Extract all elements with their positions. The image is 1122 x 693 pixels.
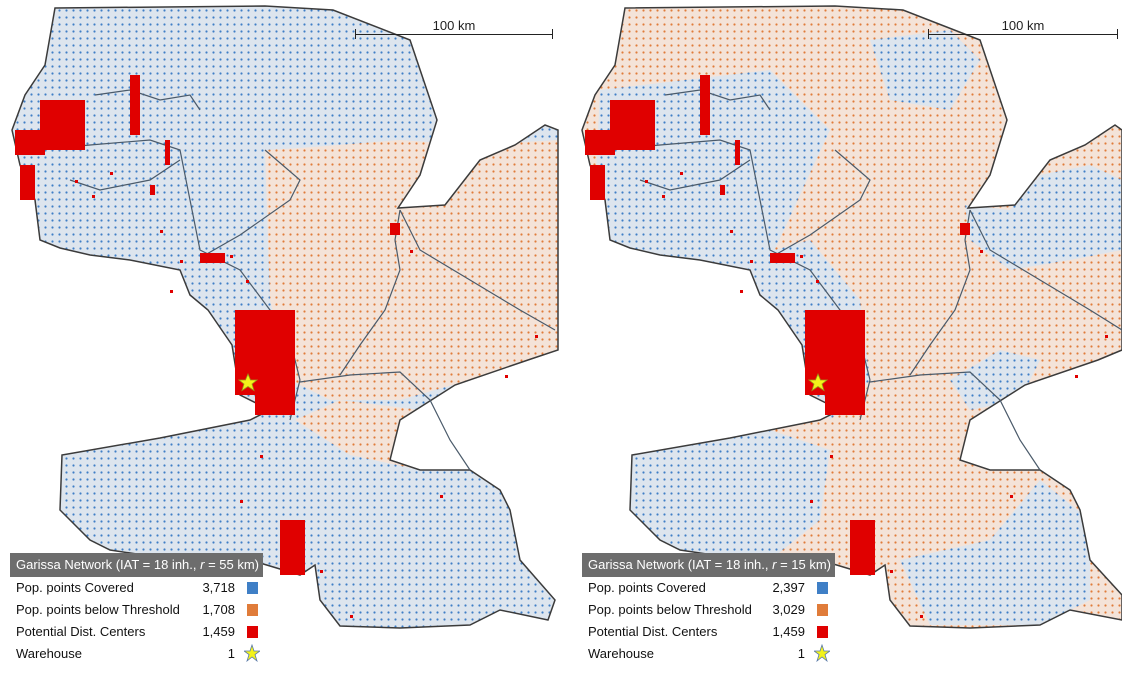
scale-bar-label: 100 km bbox=[432, 18, 476, 33]
red-square-icon bbox=[247, 626, 258, 638]
orange-square-icon bbox=[247, 604, 258, 616]
map-panel-left[interactable]: 100 km Garissa Network (IAT = 18 inh., r… bbox=[0, 0, 560, 693]
legend-item-covered: Pop. points Covered 3,718 bbox=[10, 577, 263, 599]
orange-square-icon bbox=[817, 604, 828, 616]
county-map[interactable] bbox=[570, 0, 1122, 693]
star-icon bbox=[244, 644, 260, 662]
warehouse-star-icon bbox=[807, 372, 829, 392]
scale-bar: 100 km bbox=[928, 14, 1118, 44]
legend-item-below-threshold: Pop. points below Threshold 1,708 bbox=[10, 599, 263, 621]
red-square-icon bbox=[817, 626, 828, 638]
scale-bar-label: 100 km bbox=[1001, 18, 1045, 33]
map-legend: Garissa Network (IAT = 18 inh., r = 55 k… bbox=[10, 553, 263, 665]
legend-item-dist-centers: Potential Dist. Centers 1,459 bbox=[582, 621, 835, 643]
blue-square-icon bbox=[247, 582, 258, 594]
legend-item-covered: Pop. points Covered 2,397 bbox=[582, 577, 835, 599]
star-icon bbox=[814, 644, 830, 662]
legend-item-dist-centers: Potential Dist. Centers 1,459 bbox=[10, 621, 263, 643]
legend-title: Garissa Network (IAT = 18 inh., r = 15 k… bbox=[582, 553, 835, 577]
scale-bar: 100 km bbox=[355, 14, 553, 44]
warehouse-star-icon bbox=[237, 372, 259, 392]
county-map[interactable] bbox=[0, 0, 560, 693]
legend-item-warehouse: Warehouse 1 bbox=[10, 643, 263, 665]
legend-title: Garissa Network (IAT = 18 inh., r = 55 k… bbox=[10, 553, 263, 577]
map-panel-right[interactable]: 100 km Garissa Network (IAT = 18 inh., r… bbox=[570, 0, 1122, 693]
legend-item-below-threshold: Pop. points below Threshold 3,029 bbox=[582, 599, 835, 621]
blue-square-icon bbox=[817, 582, 828, 594]
map-legend: Garissa Network (IAT = 18 inh., r = 15 k… bbox=[582, 553, 835, 665]
legend-item-warehouse: Warehouse 1 bbox=[582, 643, 835, 665]
